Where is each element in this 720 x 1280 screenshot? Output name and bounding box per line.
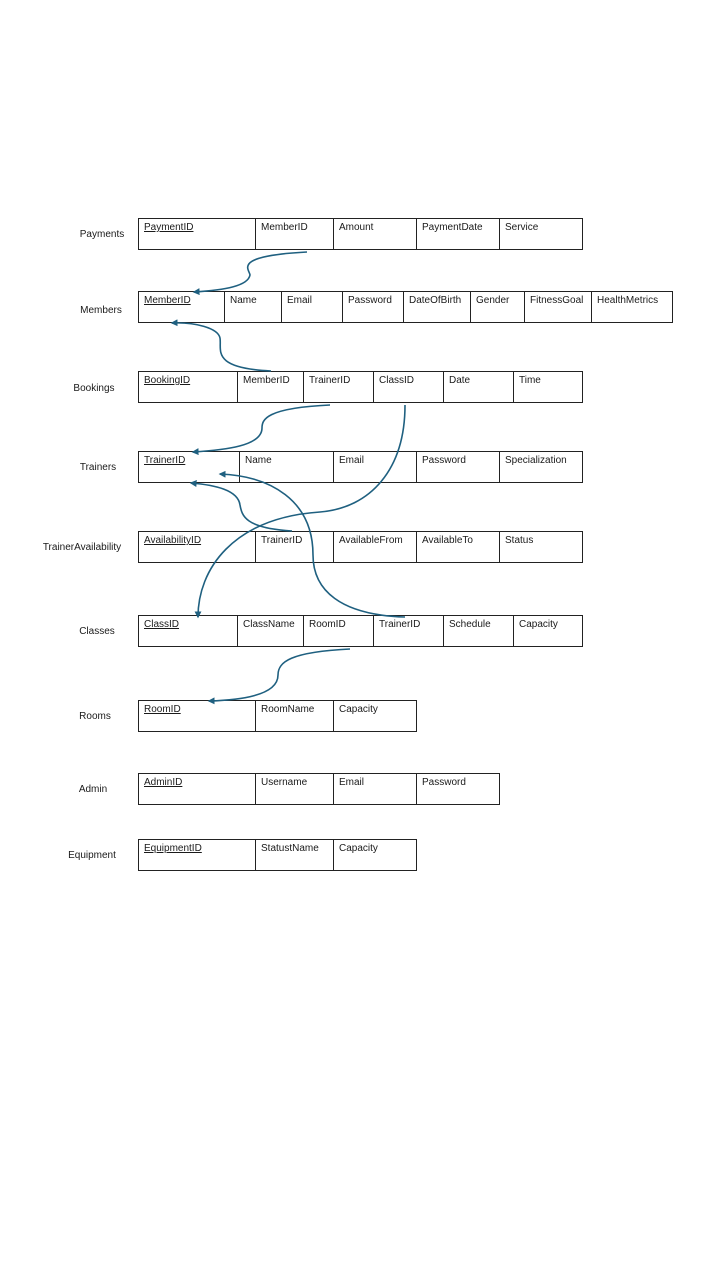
column-fitnessgoal: FitnessGoal — [525, 292, 592, 322]
table-bookings: BookingID MemberID TrainerID ClassID Dat… — [138, 371, 583, 403]
column-time: Time — [514, 372, 583, 402]
column-availablefrom: AvailableFrom — [334, 532, 417, 562]
column-username: Username — [256, 774, 334, 804]
table-label-classes: Classes — [79, 626, 115, 637]
link-availability-trainerid-to-trainers — [189, 479, 293, 532]
column-statustname: StatustName — [256, 840, 334, 870]
table-label-rooms: Rooms — [79, 711, 111, 722]
column-name: Name — [240, 452, 334, 482]
table-label-members: Members — [80, 305, 122, 316]
column-classid: ClassID — [374, 372, 444, 402]
column-healthmetrics: HealthMetrics — [592, 292, 673, 322]
table-traineravailability: AvailabilityID TrainerID AvailableFrom A… — [138, 531, 583, 563]
column-roomname: RoomName — [256, 701, 334, 731]
column-bookingid: BookingID — [139, 372, 238, 402]
table-label-payments: Payments — [79, 229, 125, 240]
column-trainerid: TrainerID — [256, 532, 334, 562]
column-capacity: Capacity — [514, 616, 583, 646]
column-memberid: MemberID — [256, 219, 334, 249]
link-bookings-memberid-to-members — [170, 319, 272, 372]
link-bookings-classid-to-classes — [194, 404, 406, 619]
column-availabilityid: AvailabilityID — [139, 532, 256, 562]
table-label-equipment: Equipment — [68, 850, 116, 861]
column-email: Email — [282, 292, 343, 322]
column-email: Email — [334, 452, 417, 482]
column-amount: Amount — [334, 219, 417, 249]
column-trainerid: TrainerID — [374, 616, 444, 646]
link-classes-roomid-to-rooms — [207, 648, 351, 705]
table-rooms: RoomID RoomName Capacity — [138, 700, 417, 732]
link-payments-memberid-to-members — [192, 251, 308, 296]
table-label-bookings: Bookings — [73, 383, 115, 394]
table-trainers: TrainerID Name Email Password Specializa… — [138, 451, 583, 483]
link-bookings-trainerid-to-trainers — [191, 404, 331, 456]
table-label-trainers: Trainers — [79, 462, 117, 473]
column-roomid: RoomID — [304, 616, 374, 646]
column-specialization: Specialization — [500, 452, 583, 482]
table-admin: AdminID Username Email Password — [138, 773, 500, 805]
column-password: Password — [417, 452, 500, 482]
column-status: Status — [500, 532, 583, 562]
column-memberid: MemberID — [238, 372, 304, 402]
table-label-traineravailability: TrainerAvailability — [42, 542, 122, 553]
column-password: Password — [343, 292, 404, 322]
column-dateofbirth: DateOfBirth — [404, 292, 471, 322]
table-members: MemberID Name Email Password DateOfBirth… — [138, 291, 673, 323]
column-memberid: MemberID — [139, 292, 225, 322]
column-roomid: RoomID — [139, 701, 256, 731]
column-paymentdate: PaymentDate — [417, 219, 500, 249]
column-trainerid: TrainerID — [304, 372, 374, 402]
table-payments: PaymentID MemberID Amount PaymentDate Se… — [138, 218, 583, 250]
column-name: Name — [225, 292, 282, 322]
table-equipment: EquipmentID StatustName Capacity — [138, 839, 417, 871]
column-classid: ClassID — [139, 616, 238, 646]
column-date: Date — [444, 372, 514, 402]
column-classname: ClassName — [238, 616, 304, 646]
column-availableto: AvailableTo — [417, 532, 500, 562]
table-label-admin: Admin — [78, 784, 108, 795]
column-gender: Gender — [471, 292, 525, 322]
column-service: Service — [500, 219, 583, 249]
table-classes: ClassID ClassName RoomID TrainerID Sched… — [138, 615, 583, 647]
column-paymentid: PaymentID — [139, 219, 256, 249]
column-email: Email — [334, 774, 417, 804]
column-capacity: Capacity — [334, 701, 417, 731]
column-trainerid: TrainerID — [139, 452, 240, 482]
column-adminid: AdminID — [139, 774, 256, 804]
column-schedule: Schedule — [444, 616, 514, 646]
column-capacity: Capacity — [334, 840, 417, 870]
column-equipmentid: EquipmentID — [139, 840, 256, 870]
column-password: Password — [417, 774, 500, 804]
